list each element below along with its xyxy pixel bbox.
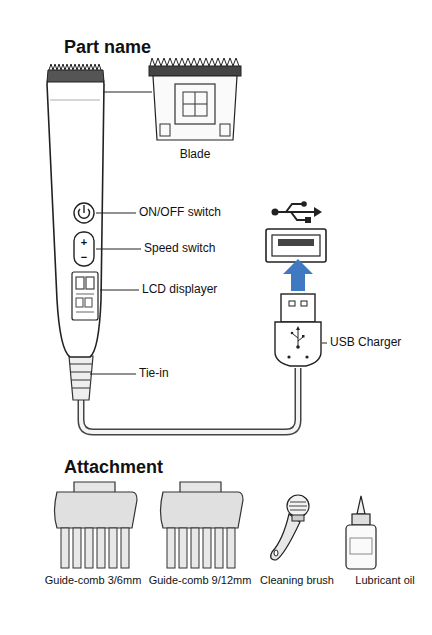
attachment-label: Guide-comb 9/12mm [149,574,252,587]
button-symbol: − [81,251,87,264]
part-label: USB Charger [330,336,401,350]
button-symbol: + [81,236,87,249]
attachment-label: Guide-comb 3/6mm [45,574,142,587]
attachment-label: Lubricant oil [355,574,414,587]
part-label: Speed switch [144,242,215,256]
part-label: Blade [180,148,211,162]
part-label: ON/OFF switch [139,206,221,220]
section-heading: Attachment [64,457,163,478]
part-label: Tie-in [139,367,169,381]
part-label: LCD displayer [142,283,217,297]
attachment-label: Cleaning brush [260,574,334,587]
section-heading: Part name [64,37,151,58]
